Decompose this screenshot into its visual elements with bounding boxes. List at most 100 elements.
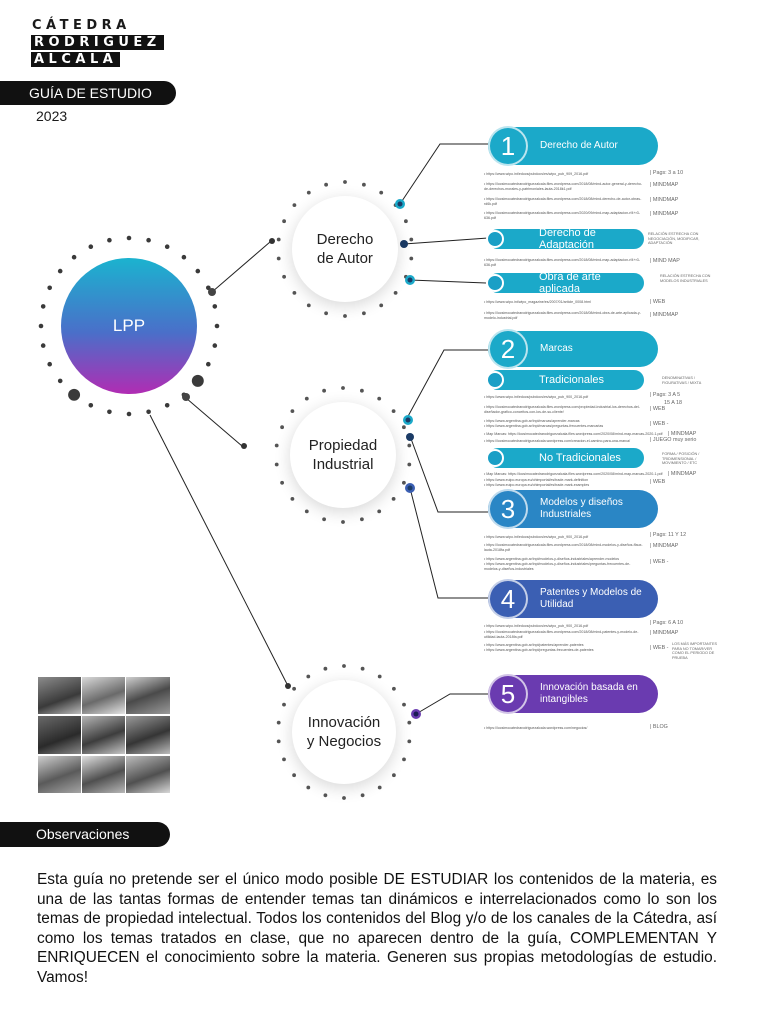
ring-dot bbox=[379, 303, 384, 308]
ring-dot bbox=[377, 785, 382, 790]
ring-dot bbox=[402, 757, 406, 762]
link-nt-c[interactable]: • https://www.euipo.europa.eu/ohimportal… bbox=[484, 483, 590, 487]
team-photo-grid bbox=[37, 676, 171, 794]
link-adaptacion[interactable]: • https://locsimocatedrarodriguezalcala.… bbox=[484, 258, 640, 267]
team-photo bbox=[81, 715, 126, 755]
link-t1-c[interactable]: • https://locsimocatedrarodriguezalcala.… bbox=[484, 197, 642, 206]
link-t1-b[interactable]: • https://locsimocatedrarodriguezalcala.… bbox=[484, 182, 643, 191]
note-no-tradicionales: FORMA / POSICIÓN / TRIDIMENSIONAL / MOVI… bbox=[662, 452, 700, 466]
ring-dot bbox=[195, 268, 201, 274]
ring-dot bbox=[282, 757, 286, 762]
link-t2-e[interactable]: • Map Marcas: https://locsimocatedrarodr… bbox=[484, 432, 663, 436]
ring-dot bbox=[306, 303, 311, 308]
link-nt-a[interactable]: • Map Marcas: https://locsimocatedrarodr… bbox=[484, 472, 663, 476]
logo-alcala: ALCALA bbox=[31, 52, 121, 67]
link-t1-d[interactable]: • https://locsimocatedrarodriguezalcala.… bbox=[484, 211, 640, 220]
topic-2-number: 2 bbox=[488, 329, 528, 369]
team-photo bbox=[125, 715, 171, 755]
team-photo bbox=[81, 755, 126, 794]
subtopic-tradicionales-dot bbox=[486, 371, 504, 389]
team-photo bbox=[37, 715, 82, 755]
tag-t4-pags: | Pags: 6 A 10 bbox=[650, 620, 684, 626]
note-adaptacion: RELACIÓN ESTRECHA CON NEGOCIACIÓN, MODIF… bbox=[648, 232, 700, 246]
topic-3-number: 3 bbox=[488, 489, 528, 529]
concept-innovacion-line1: Innovación bbox=[307, 714, 381, 731]
ring-dot bbox=[290, 497, 295, 501]
link-t3-a[interactable]: • https://www.wipo.int/edocs/pubdocs/es/… bbox=[484, 535, 589, 539]
concept-dot-ring-innovacion bbox=[276, 664, 412, 800]
tag-t1-pags: | Pags: 3 a 10 bbox=[650, 170, 684, 176]
topic-3-label: Modelos y diseños Industriales bbox=[540, 497, 623, 520]
link-t2-d[interactable]: • https://www.argentina.gob.ar/inpi/marc… bbox=[484, 424, 604, 428]
link-obra-b[interactable]: • https://locsimocatedrarodriguezalcala.… bbox=[484, 311, 641, 320]
team-photo bbox=[125, 755, 171, 794]
ring-dot bbox=[181, 254, 187, 260]
link-t5-a[interactable]: • https://locsimocatedrarodriguezalcala.… bbox=[484, 726, 588, 730]
link-nt-b[interactable]: • https://www.euipo.europa.eu/ohimportal… bbox=[484, 478, 589, 482]
ring-dot bbox=[280, 480, 284, 485]
link-t4-d[interactable]: • https://www.argentina.gob.ar/inpi/preg… bbox=[484, 648, 594, 652]
tag-t2-web-dash: | WEB - bbox=[650, 421, 669, 427]
logo-rodriguez: RODRIGUEZ bbox=[31, 35, 164, 50]
link-t4-a[interactable]: • https://www.wipo.int/edocs/pubdocs/es/… bbox=[484, 624, 589, 628]
subtopic-tradicionales-label: Tradicionales bbox=[539, 374, 605, 386]
team-photo bbox=[37, 755, 82, 794]
ring-dot bbox=[391, 409, 396, 413]
ring-dot bbox=[342, 796, 346, 800]
ring-dot bbox=[212, 343, 218, 348]
topic-4-label: Patentes y Modelos de Utilidad bbox=[540, 587, 642, 610]
link-t1-a[interactable]: • https://www.wipo.int/edocs/pubdocs/es/… bbox=[484, 172, 589, 176]
ring-dot bbox=[404, 219, 408, 224]
team-photo bbox=[81, 676, 126, 715]
guide-banner: GUÍA DE ESTUDIO bbox=[0, 81, 176, 105]
map-connectors bbox=[38, 143, 489, 800]
ring-dot bbox=[306, 190, 311, 195]
tag-t1-mindmap-b: | MINDMAP bbox=[650, 197, 679, 203]
ring-dot bbox=[306, 674, 311, 679]
link-t2-b[interactable]: • https://locsimocatedrarodriguezalcala.… bbox=[484, 405, 640, 414]
link-t2-a[interactable]: • https://www.wipo.int/edocs/pubdocs/es/… bbox=[484, 395, 589, 399]
link-t4-b[interactable]: • https://locsimocatedrarodriguezalcala.… bbox=[484, 630, 639, 639]
link-t2-f[interactable]: • https://locsimocatedrarodriguezalcala.… bbox=[484, 439, 631, 443]
tag-t4-web: | WEB - bbox=[650, 645, 669, 651]
note-obra-aplicada: RELACIÓN ESTRECHA CON MODELOS INDUSTRIAL… bbox=[660, 274, 711, 283]
link-obra-a[interactable]: • https://www.wipo.int/wipo_magazine/es/… bbox=[484, 300, 591, 304]
ring-dot bbox=[164, 403, 170, 408]
ring-dot bbox=[274, 462, 279, 467]
link-t3-b[interactable]: • https://locsimocatedrarodriguezalcala.… bbox=[484, 543, 643, 552]
subtopic-adaptacion: Derecho de Adaptación bbox=[486, 227, 644, 251]
ring-dot bbox=[379, 190, 384, 195]
ring-dot bbox=[393, 291, 398, 295]
team-photo bbox=[37, 676, 82, 715]
tag-t2-juego: | JUEGO muy serio bbox=[650, 437, 697, 443]
link-t3-d[interactable]: • https://www.argentina.gob.ar/inpi/mode… bbox=[484, 562, 631, 571]
ring-dot bbox=[282, 702, 286, 707]
guide-label: GUÍA DE ESTUDIO bbox=[29, 85, 152, 101]
ring-dot bbox=[323, 793, 328, 798]
ring-dot bbox=[343, 180, 347, 184]
tag-t3-pags: | Pags: 11 Y 12 bbox=[650, 532, 687, 538]
year-label: 2023 bbox=[36, 108, 68, 124]
link-t2-c[interactable]: • https://www.argentina.gob.ar/inpi/marc… bbox=[484, 419, 580, 423]
topic-1-badge: 1 Derecho de Autor bbox=[488, 126, 658, 166]
ring-dot bbox=[107, 409, 112, 415]
topic-4-number: 4 bbox=[488, 579, 528, 619]
topic-5-label: Innovación basada en intangibles bbox=[540, 682, 638, 705]
ring-dot bbox=[88, 244, 94, 249]
ring-dot bbox=[409, 237, 414, 242]
tag-t2-web: | WEB bbox=[650, 406, 666, 412]
ring-dot bbox=[324, 182, 328, 187]
connector-dots bbox=[182, 199, 421, 719]
subtopic-no-tradicionales-dot bbox=[486, 449, 504, 467]
ring-dot bbox=[57, 378, 63, 384]
ring-dot bbox=[47, 285, 52, 291]
ring-dot bbox=[146, 237, 151, 243]
link-t4-c[interactable]: • https://www.argentina.gob.ar/inpi/pate… bbox=[484, 643, 584, 647]
link-t3-c[interactable]: • https://www.argentina.gob.ar/inpi/mode… bbox=[484, 557, 620, 561]
ring-dot bbox=[407, 443, 412, 448]
ring-dot bbox=[362, 182, 366, 187]
topic-4-badge: 4 Patentes y Modelos de Utilidad bbox=[488, 579, 658, 619]
ring-dot bbox=[164, 244, 170, 249]
ring-dot bbox=[276, 237, 281, 242]
ring-dot bbox=[360, 388, 364, 393]
